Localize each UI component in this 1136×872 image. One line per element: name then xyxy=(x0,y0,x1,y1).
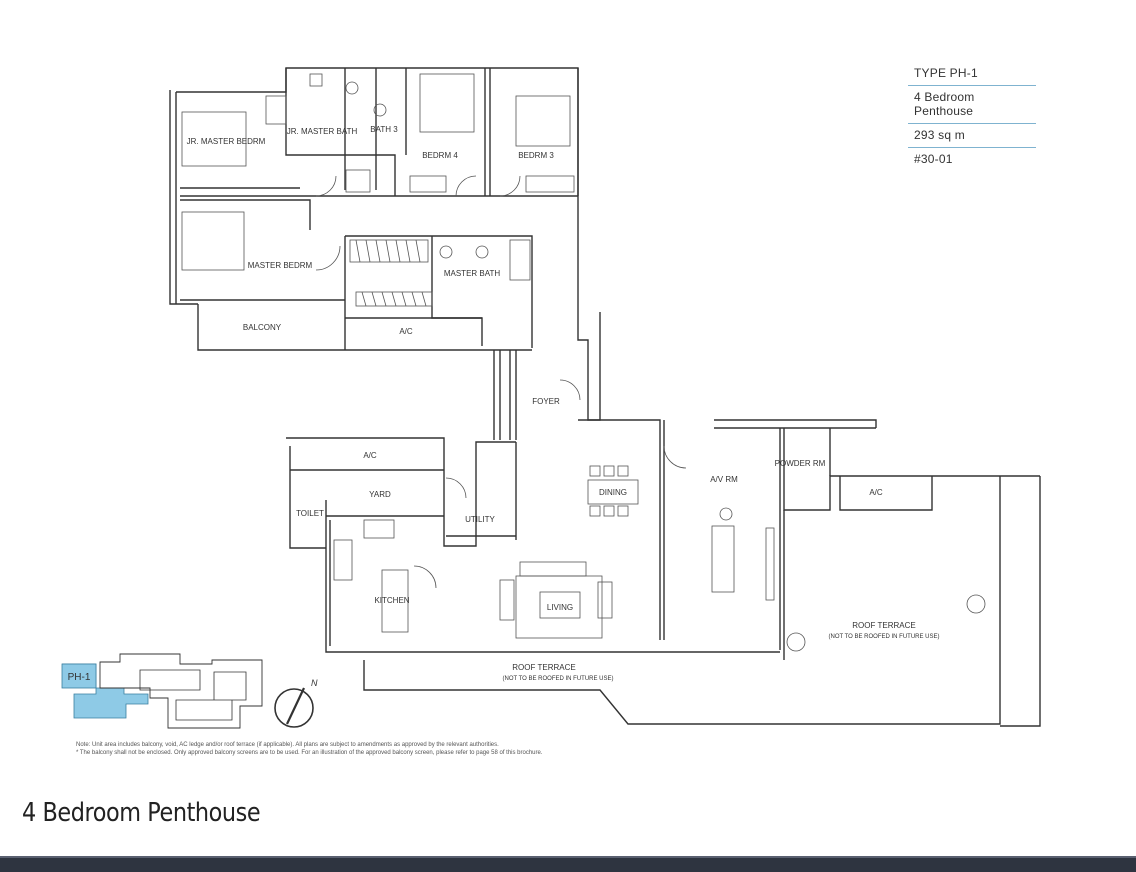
label-ac-top: A/C xyxy=(399,327,413,336)
label-kitchen: KITCHEN xyxy=(374,596,409,605)
key-plan: PH-1 xyxy=(61,653,263,729)
label-master-bedrm: MASTER BEDRM xyxy=(248,261,313,270)
walls xyxy=(169,67,1041,727)
unit-number: #30-01 xyxy=(914,152,953,166)
label-bedrm4: BEDRM 4 xyxy=(422,151,458,160)
compass-label: N xyxy=(311,678,318,688)
compass-icon: N xyxy=(274,678,318,728)
label-toilet: TOILET xyxy=(296,509,324,518)
label-av-rm: A/V RM xyxy=(710,475,738,484)
label-jr-master-bath: JR. MASTER BATH xyxy=(287,127,358,136)
unit-type: TYPE PH-1 xyxy=(908,62,1036,86)
label-yard: YARD xyxy=(369,490,391,499)
label-ac-kitchen: A/C xyxy=(363,451,377,460)
label-roof-terrace-right-note: (NOT TO BE ROOFED IN FUTURE USE) xyxy=(828,634,939,640)
key-plan-label: PH-1 xyxy=(68,672,91,683)
unit-bedrooms: 4 Bedroom Penthouse xyxy=(908,86,1036,124)
label-bath3: BATH 3 xyxy=(370,125,398,134)
label-foyer: FOYER xyxy=(532,397,560,406)
plan-notes: Note: Unit area includes balcony, void, … xyxy=(76,741,736,757)
label-roof-terrace-right: ROOF TERRACE xyxy=(852,621,915,630)
label-roof-terrace-left: ROOF TERRACE xyxy=(512,663,575,672)
fixtures xyxy=(181,73,986,652)
doors xyxy=(315,175,687,589)
note-line-1: Note: Unit area includes balcony, void, … xyxy=(76,742,499,748)
label-dining: DINING xyxy=(599,488,627,497)
bottom-bar xyxy=(0,856,1136,872)
label-balcony: BALCONY xyxy=(243,323,282,332)
label-living: LIVING xyxy=(547,603,573,612)
unit-area: 293 sq m xyxy=(908,124,1036,148)
note-line-2: * The balcony shall not be enclosed. Onl… xyxy=(76,750,543,756)
label-jr-master-bedrm: JR. MASTER BEDRM xyxy=(187,137,266,146)
label-master-bath: MASTER BATH xyxy=(444,269,501,278)
unit-info-panel: TYPE PH-1 4 Bedroom Penthouse 293 sq m #… xyxy=(908,62,1036,171)
label-ac-right: A/C xyxy=(869,488,883,497)
label-powder-rm: POWDER RM xyxy=(775,459,826,468)
label-utility: UTILITY xyxy=(465,515,495,524)
room-labels: JR. MASTER BEDRM JR. MASTER BATH BATH 3 … xyxy=(187,125,940,682)
label-bedrm3: BEDRM 3 xyxy=(518,151,554,160)
footer-title: 4 Bedroom Penthouse xyxy=(22,798,261,828)
label-roof-terrace-left-note: (NOT TO BE ROOFED IN FUTURE USE) xyxy=(502,676,613,682)
